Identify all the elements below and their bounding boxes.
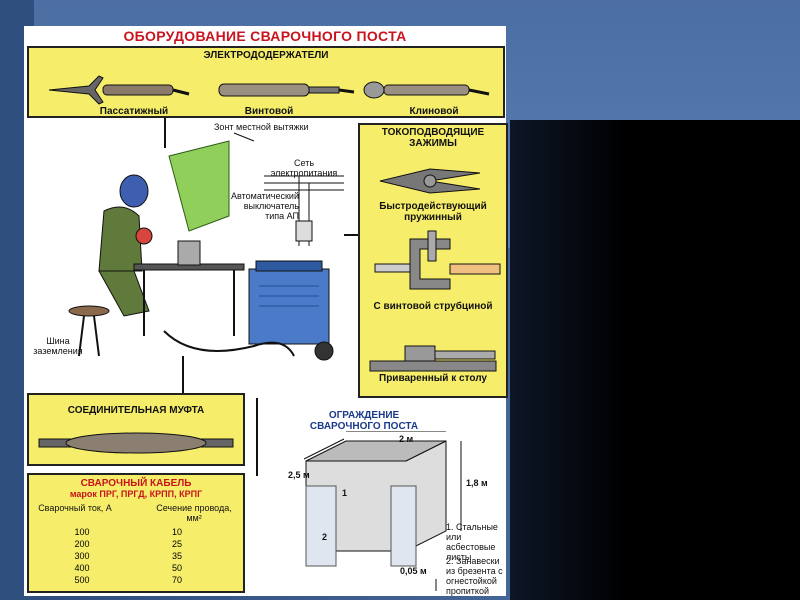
connector-line [344, 234, 358, 236]
current-cell: 300 [74, 551, 90, 561]
table-row: 200 25 [42, 538, 232, 550]
pliers-holder-icon [48, 75, 190, 105]
welded-clamp-icon [369, 345, 497, 372]
coupling-panel: СОЕДИНИТЕЛЬНАЯ МУФТА [27, 393, 245, 466]
section-cell: 10 [171, 527, 182, 537]
stool [68, 305, 110, 317]
current-cell: 500 [74, 575, 90, 585]
workpiece [177, 240, 201, 266]
poster-title: ОБОРУДОВАНИЕ СВАРОЧНОГО ПОСТА [123, 28, 407, 44]
connector-line [164, 118, 166, 148]
table-row: 400 50 [42, 562, 232, 574]
cable-brands: марок ПРГ, ПРГД, КРПП, КРПГ [69, 489, 203, 499]
breaker-icon [295, 220, 313, 242]
table-row: 300 35 [42, 550, 232, 562]
fence-marker-1: 1 [342, 488, 348, 498]
cable-table-body: 100 10 200 25 300 35 400 50 500 70 [42, 526, 232, 586]
clamps-heading: ТОКОПОДВОДЯЩИЕ ЗАЖИМЫ [381, 127, 485, 149]
electrode-holders-heading: ЭЛЕКТРОДОДЕРЖАТЕЛИ [203, 50, 329, 61]
clamp-label-spring: Быстродействующий пружинный [379, 201, 487, 223]
exhaust-hood-icon [168, 140, 230, 232]
current-cell: 100 [74, 527, 90, 537]
current-cell: 400 [74, 563, 90, 573]
electrode-holders-panel: ЭЛЕКТРОДОДЕРЖАТЕЛИ Пассатижный Винтовой … [27, 46, 505, 118]
fence-drawing [303, 431, 462, 591]
connector-line [182, 356, 184, 398]
fence-heading: ОГРАЖДЕНИЕ СВАРОЧНОГО ПОСТА [309, 410, 419, 432]
fence-depth: 2,5 м [288, 470, 310, 480]
breaker-label: Автоматический выключатель типа АП [231, 191, 299, 221]
clamps-panel: ТОКОПОДВОДЯЩИЕ ЗАЖИМЫ Быстродействующий … [358, 123, 508, 398]
fence-width: 2 м [399, 434, 414, 444]
wedge-holder-icon [363, 81, 490, 99]
cable-col1-header: Сварочный ток, А [38, 503, 112, 513]
fence-note-1: 1. Стальные или асбестовые листы [446, 522, 498, 562]
screw-clamp-icon [374, 230, 501, 290]
cable-panel: СВАРОЧНЫЙ КАБЕЛЬ марок ПРГ, ПРГД, КРПП, … [27, 473, 245, 593]
table-row: 100 10 [42, 526, 232, 538]
welding-post-scene [68, 132, 344, 361]
background-dark [510, 120, 800, 600]
fence-marker-2: 2 [322, 532, 328, 542]
clamp-label-screw: С винтовой струбциной [373, 301, 493, 312]
welding-cable [163, 330, 295, 357]
coupling-icon [38, 432, 234, 454]
section-cell: 70 [171, 575, 182, 585]
cable-col2-header: Сечение провода, мм² [156, 503, 232, 523]
section-cell: 50 [171, 563, 182, 573]
fence-height: 1,8 м [466, 478, 488, 488]
mains-label: Сеть электропитания [270, 158, 338, 178]
welder-icon [98, 174, 153, 317]
cable-heading: СВАРОЧНЫЙ КАБЕЛЬ [80, 478, 192, 489]
table-row: 500 70 [42, 574, 232, 586]
holder-label-wedge: Клиновой [409, 106, 459, 117]
screw-holder-icon [218, 83, 355, 97]
clamp-label-welded: Приваренный к столу [379, 373, 487, 384]
welding-transformer-icon [248, 260, 334, 361]
section-cell: 25 [171, 539, 182, 549]
electrode-holders-drawing [48, 75, 490, 105]
section-cell: 35 [171, 551, 182, 561]
ground-bus-label: Шина заземления [33, 336, 83, 356]
fence-note-2: 2. Занавески из брезента с огнестойкой п… [446, 556, 503, 596]
fence-gap: 0,05 м [400, 566, 427, 576]
holder-label-pliers: Пассатижный [99, 106, 169, 117]
coupling-heading: СОЕДИНИТЕЛЬНАЯ МУФТА [67, 405, 205, 416]
connector-line [256, 398, 258, 476]
poster: ОБОРУДОВАНИЕ СВАРОЧНОГО ПОСТА ЭЛЕКТРОДОД… [24, 26, 508, 596]
holder-label-screw: Винтовой [244, 106, 294, 117]
current-cell: 200 [74, 539, 90, 549]
exhaust-hood-label: Зонт местной вытяжки [214, 122, 309, 132]
spring-clamp-icon [379, 168, 481, 194]
